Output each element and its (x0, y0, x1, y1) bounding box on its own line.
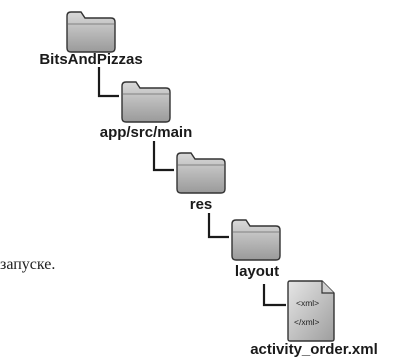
folder-label-layout: layout (234, 263, 280, 280)
connector-line (97, 67, 119, 98)
connector-line (207, 213, 229, 239)
folder-icon (231, 219, 281, 261)
folder-label-bitsandpizzas: BitsAndPizzas (39, 51, 143, 68)
connector-line (262, 284, 286, 307)
svg-text:</xml>: </xml> (294, 317, 320, 327)
folder-icon (176, 152, 226, 194)
body-text-fragment: запуске. (0, 256, 56, 273)
xml-file-icon: <xml> </xml> (287, 280, 335, 342)
folder-icon (66, 11, 116, 53)
svg-text:<xml>: <xml> (296, 298, 319, 308)
connector-line (152, 141, 174, 172)
folder-icon (121, 81, 171, 123)
file-label-activity-order: activity_order.xml (250, 341, 378, 358)
folder-label-app-src-main: app/src/main (99, 124, 193, 141)
folder-label-res: res (189, 196, 213, 213)
